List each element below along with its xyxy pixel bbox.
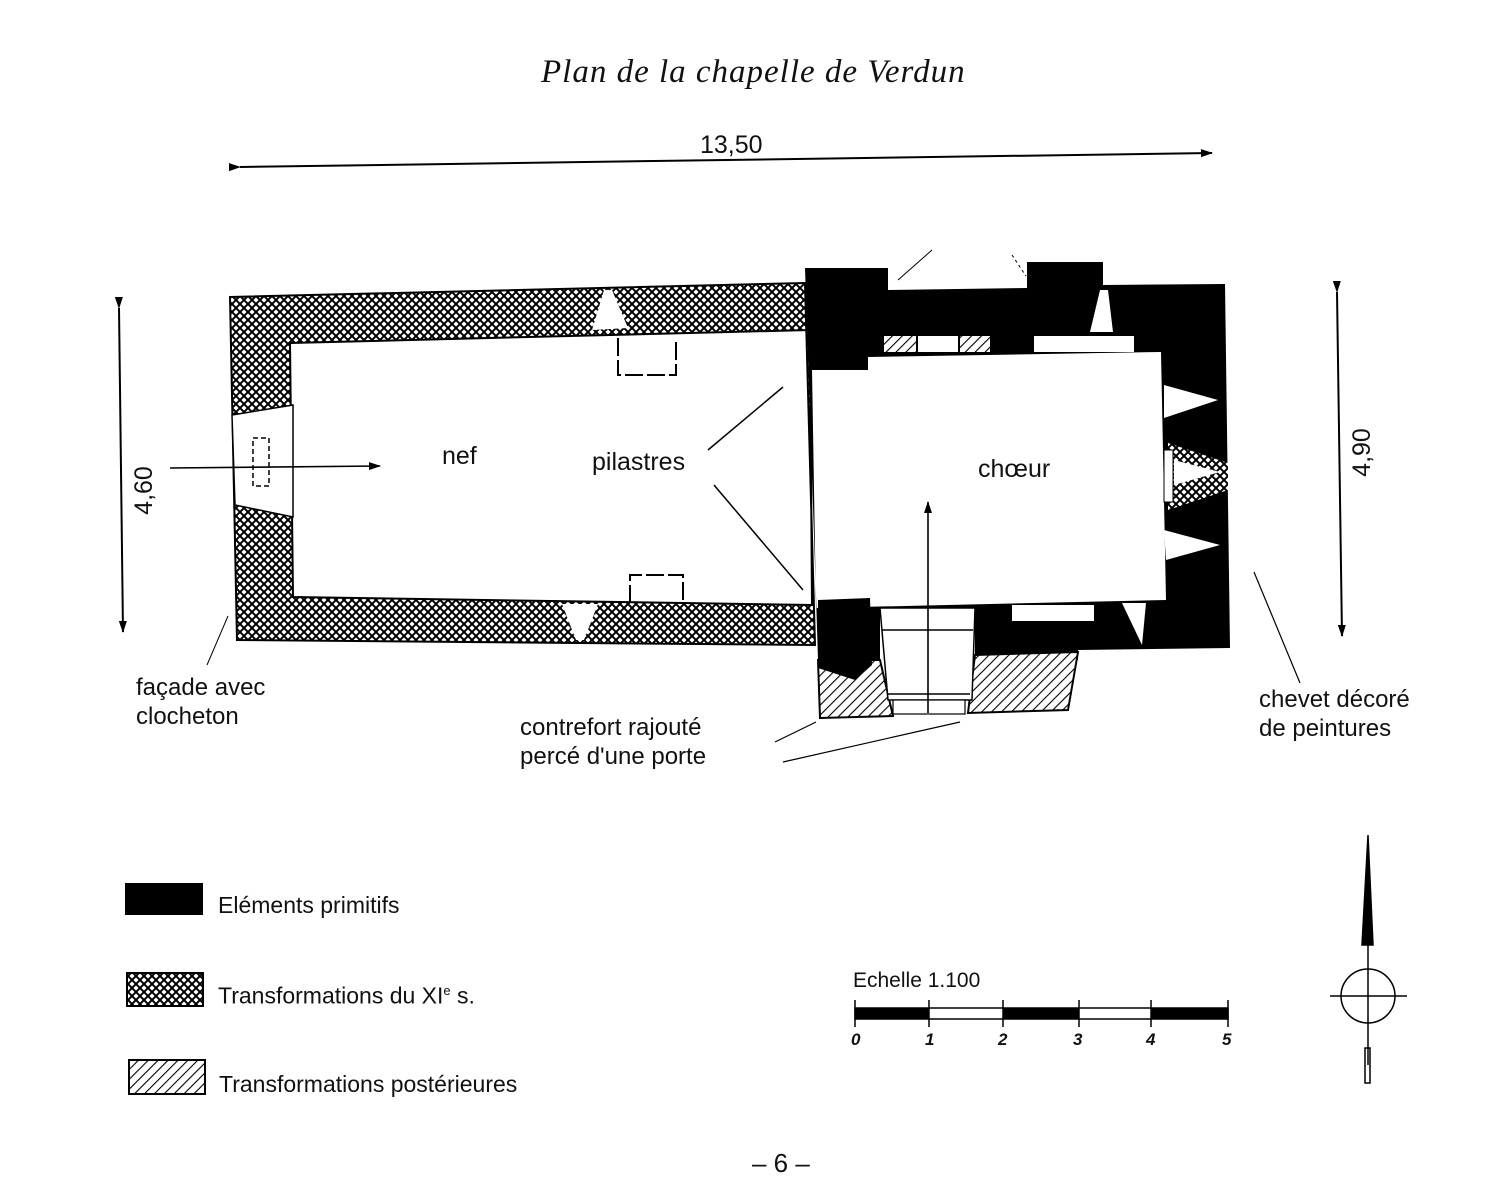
choir-label: chœur [978, 455, 1051, 483]
apse-annotation: chevet décoré de peintures [1259, 685, 1410, 743]
facade-line2: clocheton [136, 703, 239, 730]
buttress-line2: percé d'une porte [520, 743, 707, 770]
buttress-annotation: contrefort rajouté percé d'une porte [520, 713, 706, 771]
scale-tick-3: 3 [1073, 1030, 1083, 1049]
facade-line1: façade avec [136, 674, 266, 701]
scale-tick-5: 5 [1222, 1030, 1232, 1049]
east-width-dimension-line [1332, 280, 1346, 637]
west-width-dimension-line [114, 296, 127, 633]
west-width-label: 4,60 [129, 466, 158, 515]
legend-swatch-primitive [125, 883, 203, 915]
legend-xi-superscript: e [443, 983, 451, 998]
facade-annotation: façade avec clocheton [136, 673, 265, 731]
legend-xi-suffix: s. [450, 982, 475, 1009]
pilasters-label: pilastres [592, 448, 686, 476]
scale-label: Echelle 1.100 [853, 969, 981, 992]
legend-swatch-later [128, 1059, 206, 1095]
entrance-arrow-west [169, 462, 381, 471]
facade-doorway [231, 404, 294, 518]
buttress-east-part [966, 650, 1080, 715]
plan-title: Plan de la chapelle de Verdun [541, 54, 966, 90]
page-number: – 6 – [752, 1148, 810, 1178]
legend-label-primitive: Eléments primitifs [218, 892, 400, 918]
length-label: 13,50 [700, 131, 763, 159]
legend-label-later: Transformations postérieures [219, 1071, 518, 1097]
apse-line2: de peintures [1259, 715, 1392, 742]
scale-tick-1: 1 [925, 1030, 935, 1049]
nave-label: nef [442, 442, 477, 470]
nave-window-south [562, 604, 598, 640]
east-width-label: 4,90 [1347, 428, 1376, 477]
apse-line1: chevet décoré [1259, 686, 1410, 713]
length-dimension-line [228, 149, 1213, 172]
nave-walls [228, 281, 817, 647]
scale-tick-2: 2 [998, 1030, 1008, 1049]
north-arrow-icon [1330, 834, 1407, 1084]
scale-tick-0: 0 [851, 1030, 861, 1049]
scale-tick-4: 4 [1146, 1030, 1156, 1049]
buttress-line1: contrefort rajouté [520, 714, 702, 741]
legend-label-xi-century: Transformations du XIe s. [218, 984, 475, 1008]
legend-xi-text: Transformations du XI [218, 982, 444, 1009]
scale-bar [854, 1000, 1229, 1027]
legend-swatch-xi-century [126, 972, 204, 1007]
nave-window-north [592, 290, 628, 330]
